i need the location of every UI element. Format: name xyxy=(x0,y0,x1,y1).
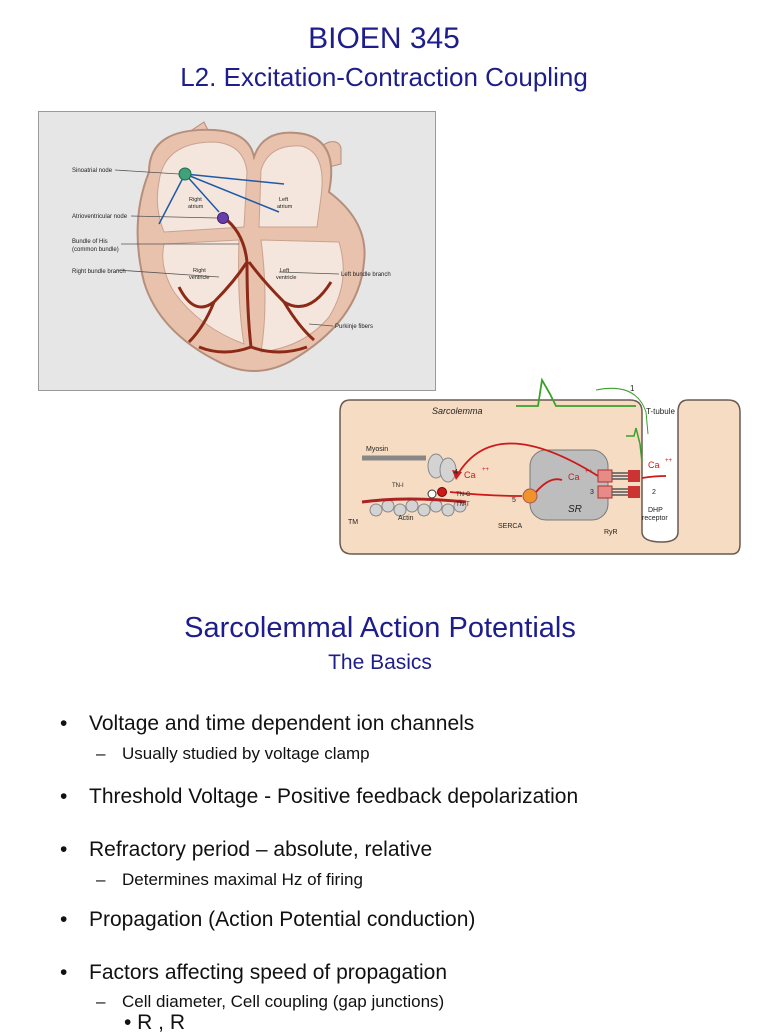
ca-release-arrow xyxy=(457,442,599,477)
label-dhp-receptor: receptor xyxy=(642,515,668,522)
label-right-ventricle: Right xyxy=(193,268,206,274)
label-ca-sr: Ca xyxy=(568,472,580,482)
sub-sub-bullet-fragment: • R , R xyxy=(124,1011,186,1034)
bullet-item: • Propagation (Action Potential conductio… xyxy=(60,908,475,932)
label-actin: Actin xyxy=(398,515,414,522)
label-right-ventricle-2: ventricle xyxy=(189,275,209,281)
label-step-1: 1 xyxy=(630,384,635,393)
label-tn-t: TN-T xyxy=(456,502,470,508)
ryr-channel-1 xyxy=(597,469,613,483)
sub-bullet-item: –Usually studied by voltage clamp xyxy=(96,744,370,764)
label-tm: TM xyxy=(348,519,358,526)
troponin-c xyxy=(437,487,447,497)
label-t-tubule: T-tubule xyxy=(646,407,675,416)
label-serca: SERCA xyxy=(498,523,522,530)
label-myosin: Myosin xyxy=(366,446,388,453)
label-ca-plus-sr: ++ xyxy=(585,469,593,475)
section-subtitle: The Basics xyxy=(328,651,432,674)
bullet-glyph: • xyxy=(60,785,68,808)
av-node xyxy=(217,212,229,224)
label-ca-plus-extracellular: ++ xyxy=(665,458,673,464)
ca-influx-arrow xyxy=(641,475,667,479)
bullet-item: • Threshold Voltage - Positive feedback d… xyxy=(60,785,578,809)
bullet-text: Voltage and time dependent ion channels xyxy=(89,712,475,735)
label-step-2: 2 xyxy=(652,489,656,496)
ryr-channel-2 xyxy=(597,485,613,499)
label-left-atrium: Left xyxy=(279,197,289,203)
ec-coupling-diagram: Sarcolemma T-tubule 1 Myosin 4 Ca ++ TN-… xyxy=(339,377,741,555)
dash-glyph: – xyxy=(96,744,106,763)
tropomyosin xyxy=(361,497,467,504)
label-left-bundle-branch: Left bundle branch xyxy=(341,272,391,278)
sub-bullet-text: Determines maximal Hz of firing xyxy=(122,870,363,889)
bullet-text: Refractory period – absolute, relative xyxy=(89,838,433,861)
label-purkinje-fibers: Purkinje fibers xyxy=(335,324,373,330)
conduction-fibers xyxy=(177,215,333,354)
left-atrium-chamber xyxy=(258,145,323,228)
label-av-node: Atrioventricular node xyxy=(72,214,128,220)
dash-glyph: – xyxy=(96,870,106,889)
bullet-item: • Factors affecting speed of propagation xyxy=(60,961,447,985)
coupling-lines xyxy=(612,472,628,496)
label-bundle-his: Bundle of His xyxy=(72,239,108,245)
dhp-receptor-1 xyxy=(628,470,640,482)
conduction-arrows xyxy=(158,173,285,225)
ca-release-arrowhead xyxy=(452,470,462,480)
label-tn-i: TN-I xyxy=(392,483,404,489)
dash-glyph: – xyxy=(96,992,106,1011)
sr-compartment xyxy=(529,449,609,521)
ca-uptake-arrow xyxy=(449,491,523,497)
label-right-atrium-2: atrium xyxy=(188,204,204,210)
bullet-text: Propagation (Action Potential conduction… xyxy=(89,908,476,931)
label-step-5: 5 xyxy=(512,497,516,504)
label-ca-extracellular: Ca xyxy=(648,460,660,470)
label-tn-c: TN-C xyxy=(456,492,471,498)
label-right-atrium: Right xyxy=(189,197,202,203)
ec-coupling-figure: Sarcolemma T-tubule 1 Myosin 4 Ca ++ TN-… xyxy=(336,372,744,560)
label-right-bundle-branch: Right bundle branch xyxy=(72,269,126,275)
label-left-ventricle-2: ventricle xyxy=(276,275,296,281)
heart-conduction-figure: Sinoatrial node Atrioventricular node Bu… xyxy=(38,111,436,391)
label-step-4: 4 xyxy=(454,469,458,476)
label-dhp: DHP xyxy=(648,507,663,514)
section-title: Sarcolemmal Action Potentials xyxy=(184,612,576,644)
bullet-glyph: • xyxy=(60,838,68,861)
bullet-text: Threshold Voltage - Positive feedback de… xyxy=(89,785,579,808)
label-ca-plus-myofilament: ++ xyxy=(482,467,490,473)
heart-diagram: Sinoatrial node Atrioventricular node Bu… xyxy=(72,121,391,372)
bullet-glyph: • xyxy=(60,908,68,931)
myosin-head-2 xyxy=(439,457,457,483)
bullet-item: • Voltage and time dependent ion channels xyxy=(60,712,474,736)
label-left-atrium-2: atrium xyxy=(277,204,293,210)
bullet-text: Factors affecting speed of propagation xyxy=(89,961,448,984)
sub-bullet-text: Usually studied by voltage clamp xyxy=(122,744,370,763)
bullet-glyph: • xyxy=(60,712,68,735)
bullet-glyph: • xyxy=(60,961,68,984)
label-bundle-his-sub: (common bundle) xyxy=(72,247,119,253)
serca-pump xyxy=(522,488,538,504)
sa-node xyxy=(178,167,192,181)
ap-arrow-1 xyxy=(595,387,649,435)
action-potential-ttubule xyxy=(626,427,643,463)
label-ca-myofilament: Ca xyxy=(464,470,476,480)
label-sa-node: Sinoatrial node xyxy=(72,168,113,174)
action-potential-trace xyxy=(516,377,636,407)
sub-bullet-item: –Determines maximal Hz of firing xyxy=(96,870,363,890)
bullet-item: • Refractory period – absolute, relative xyxy=(60,838,432,862)
label-sarcolemma: Sarcolemma xyxy=(432,406,483,416)
sub-bullet-text: Cell diameter, Cell coupling (gap juncti… xyxy=(122,992,445,1011)
leader-lines xyxy=(114,169,340,327)
label-left-ventricle: Left xyxy=(280,268,290,274)
dhp-receptor-2 xyxy=(628,486,640,498)
sub-bullet-item: –Cell diameter, Cell coupling (gap junct… xyxy=(96,992,444,1012)
label-sr: SR xyxy=(568,504,582,515)
label-step-3: 3 xyxy=(590,489,594,496)
course-title: BIOEN 345 xyxy=(308,22,460,55)
troponin-i xyxy=(427,489,437,499)
label-ryr: RyR xyxy=(604,529,618,536)
left-ventricle-chamber xyxy=(260,239,344,353)
right-atrium-chamber xyxy=(156,141,248,233)
ca-to-sr-arrow xyxy=(535,478,563,493)
lecture-title: L2. Excitation-Contraction Coupling xyxy=(180,62,588,92)
